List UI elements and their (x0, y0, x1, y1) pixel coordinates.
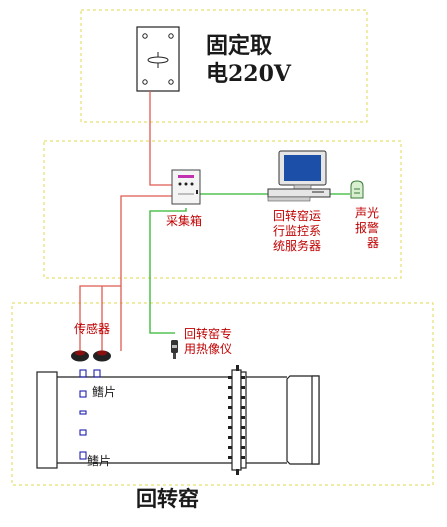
alarm-icon (350, 180, 364, 199)
power-supply-box (136, 26, 180, 92)
kiln-label: 回转窑 (136, 486, 199, 511)
rotary-kiln (36, 369, 320, 471)
server-computer-icon (267, 150, 331, 202)
sensor-icon (71, 350, 111, 362)
data-line (149, 193, 350, 334)
power-zone (80, 9, 368, 123)
fin-label-top: 鳍片 (92, 385, 117, 399)
alarm-label: 声光 报警 器 (355, 206, 380, 250)
kiln-teeth (228, 365, 245, 475)
collector-box (171, 169, 201, 205)
collector-label: 采集箱 (166, 214, 203, 228)
power-line (79, 91, 178, 351)
fin-label-bottom: 鳍片 (87, 454, 112, 468)
thermal-imager-label: 回转窑专 用热像仪 (184, 327, 233, 356)
sensor-label: 传感器 (74, 322, 111, 336)
thermal-imager-icon (171, 340, 178, 359)
server-label: 回转窑运 行监控系 统服务器 (273, 209, 322, 253)
fin-markers (79, 369, 101, 460)
control-zone (43, 140, 402, 279)
kiln-zone (11, 302, 434, 486)
power-source-label: 固定取 电220V (206, 33, 291, 87)
